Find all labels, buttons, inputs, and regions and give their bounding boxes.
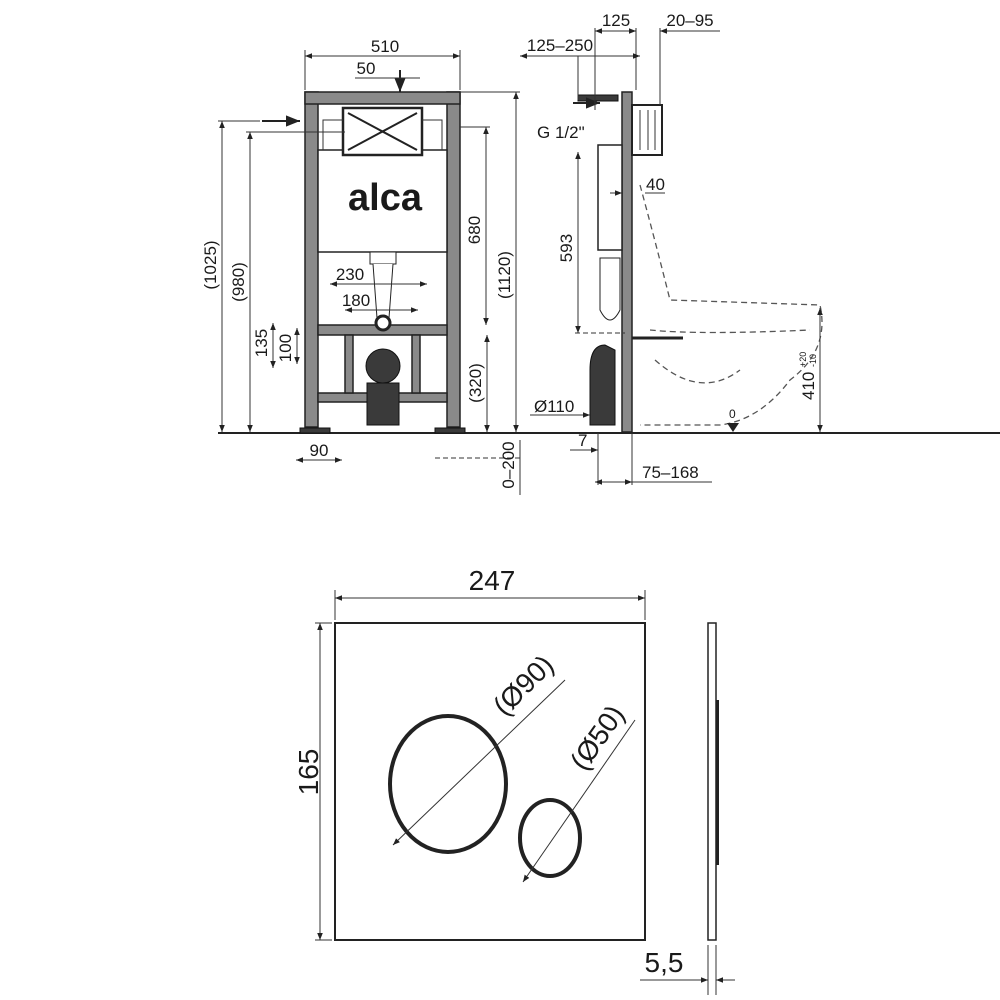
seat-tolerance-minus: -10 <box>808 354 818 367</box>
dim-seat-height: 410 +20 -10 <box>798 352 818 400</box>
floor-zero-marker-icon <box>727 423 739 432</box>
plate-dimension-lines <box>315 590 735 995</box>
dim-leg-0-200: 0–200 <box>499 441 518 488</box>
dim-spacing-230: 230 <box>336 265 364 284</box>
dim-plate-width-247: 247 <box>469 565 516 596</box>
dim-plate-height-165: 165 <box>293 749 324 796</box>
inlet-thread-label: G 1/2" <box>537 123 585 142</box>
dim-height-1120: (1120) <box>495 251 514 299</box>
dim-7: 7 <box>578 431 587 450</box>
dim-range-20-95: 20–95 <box>666 11 713 30</box>
flush-plate <box>334 622 719 941</box>
big-flush-button <box>388 714 508 854</box>
side-view-frame <box>577 91 683 433</box>
dim-593: 593 <box>557 234 576 262</box>
dim-inlet-50: 50 <box>357 59 376 78</box>
brand-logo: alca <box>348 177 423 219</box>
side-dimension-lines <box>520 28 823 485</box>
dim-135: 135 <box>252 329 271 357</box>
toilet-bowl-outline <box>639 184 823 426</box>
dim-foot-90: 90 <box>310 441 329 460</box>
dim-width-510: 510 <box>371 37 399 56</box>
seat-tolerance-plus: +20 <box>798 352 808 367</box>
dim-height-680: 680 <box>465 216 484 244</box>
outlet-diameter-label: Ø110 <box>534 397 574 416</box>
front-dimension-lines <box>218 50 521 495</box>
dim-range-125-250: 125–250 <box>527 36 593 55</box>
small-flush-button <box>518 798 582 878</box>
dim-height-980: (980) <box>229 262 248 302</box>
dim-100: 100 <box>276 334 295 362</box>
floor-zero-label: 0 <box>729 407 736 421</box>
front-view-frame <box>299 91 466 434</box>
dim-40: 40 <box>646 175 665 194</box>
dim-height-320: (320) <box>466 363 485 403</box>
plate-side-profile <box>707 622 717 941</box>
dim-range-75-168: 75–168 <box>642 463 699 482</box>
dim-height-1025: (1025) <box>201 240 220 289</box>
dim-spacing-180: 180 <box>342 291 370 310</box>
dim-depth-125: 125 <box>602 11 630 30</box>
dim-plate-thickness: 5,5 <box>645 947 684 978</box>
seat-height-value: 410 <box>799 372 818 400</box>
